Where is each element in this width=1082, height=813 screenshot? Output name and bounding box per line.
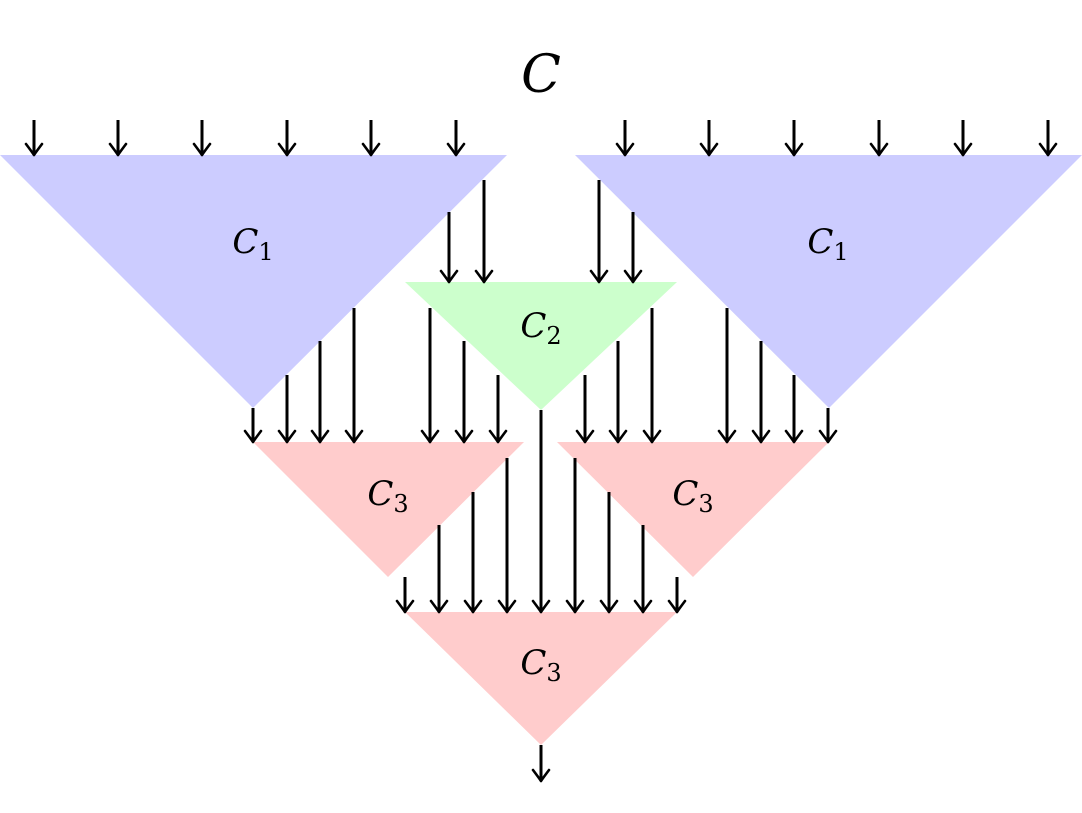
wire-arrow bbox=[784, 120, 804, 157]
wire-arrow bbox=[420, 308, 440, 444]
arrowhead-icon bbox=[488, 429, 508, 444]
arrowhead-icon bbox=[784, 429, 804, 444]
wire-arrow bbox=[463, 492, 483, 614]
block-c1-right-label: C1 bbox=[807, 222, 848, 266]
block-c1-left bbox=[0, 155, 507, 408]
block-c3-bottom-label: C3 bbox=[520, 643, 561, 687]
wire-arrow bbox=[717, 308, 737, 444]
arrowhead-icon bbox=[420, 429, 440, 444]
arrowhead-icon bbox=[310, 429, 330, 444]
block-c2 bbox=[405, 282, 677, 410]
wire-arrow bbox=[277, 375, 297, 444]
wire-arrow bbox=[565, 458, 585, 614]
arrowhead-icon bbox=[608, 429, 628, 444]
wire-arrow bbox=[497, 458, 517, 614]
wire-arrow bbox=[24, 120, 44, 157]
wire-arrow bbox=[953, 120, 973, 157]
arrowhead-icon bbox=[108, 142, 128, 157]
wire-arrow bbox=[575, 375, 595, 444]
arrowhead-icon bbox=[497, 599, 517, 614]
arrowhead-icon bbox=[953, 142, 973, 157]
arrowhead-icon bbox=[474, 269, 494, 284]
diagram-title: C bbox=[521, 45, 561, 105]
wire-arrow bbox=[751, 341, 771, 444]
wire-arrow bbox=[589, 180, 609, 284]
block-c3-right bbox=[557, 442, 829, 577]
wire-arrow bbox=[454, 341, 474, 444]
wire-arrow bbox=[784, 375, 804, 444]
arrowhead-icon bbox=[395, 599, 415, 614]
arrowhead-icon bbox=[446, 142, 466, 157]
arrowhead-icon bbox=[531, 599, 551, 614]
arrowhead-icon bbox=[192, 142, 212, 157]
arrowhead-icon bbox=[439, 269, 459, 284]
arrowhead-icon bbox=[642, 429, 662, 444]
arrowhead-icon bbox=[463, 599, 483, 614]
wire-arrow bbox=[474, 180, 494, 284]
arrowhead-icon bbox=[531, 768, 551, 783]
block-c3-left-label: C3 bbox=[367, 474, 408, 518]
wire-arrow bbox=[667, 577, 687, 614]
wire-arrow bbox=[531, 410, 551, 614]
arrowhead-icon bbox=[615, 142, 635, 157]
arrowhead-icon bbox=[344, 429, 364, 444]
wires bbox=[24, 120, 1058, 783]
wire-arrow bbox=[192, 120, 212, 157]
wire-arrow bbox=[1038, 120, 1058, 157]
arrowhead-icon bbox=[24, 142, 44, 157]
arrowhead-icon bbox=[717, 429, 737, 444]
wire-arrow bbox=[615, 120, 635, 157]
arrowhead-icon bbox=[1038, 142, 1058, 157]
wire-arrow bbox=[395, 577, 415, 614]
block-c2-label: C2 bbox=[520, 306, 561, 350]
wire-arrow bbox=[608, 341, 628, 444]
arrowhead-icon bbox=[869, 142, 889, 157]
wire-arrow bbox=[642, 308, 662, 444]
arrowhead-icon bbox=[784, 142, 804, 157]
arrowhead-icon bbox=[565, 599, 585, 614]
block-c3-left bbox=[253, 442, 524, 577]
wire-arrow bbox=[439, 212, 459, 284]
arrowhead-icon bbox=[623, 269, 643, 284]
arrowhead-icon bbox=[633, 599, 653, 614]
wire-arrow bbox=[310, 341, 330, 444]
wire-arrow bbox=[108, 120, 128, 157]
arrowhead-icon bbox=[429, 599, 449, 614]
wire-arrow bbox=[818, 408, 838, 444]
arrowhead-icon bbox=[818, 429, 838, 444]
arrowhead-icon bbox=[667, 599, 687, 614]
wire-arrow bbox=[599, 492, 619, 614]
wire-arrow bbox=[344, 308, 364, 444]
arrowhead-icon bbox=[751, 429, 771, 444]
wire-arrow bbox=[488, 375, 508, 444]
wire-arrow bbox=[361, 120, 381, 157]
block-c1-right bbox=[575, 155, 1082, 408]
wire-arrow bbox=[429, 525, 449, 614]
block-c3-right-label: C3 bbox=[672, 474, 713, 518]
arrowhead-icon bbox=[589, 269, 609, 284]
block-c1-left-label: C1 bbox=[232, 222, 273, 266]
arrowhead-icon bbox=[575, 429, 595, 444]
wire-arrow bbox=[699, 120, 719, 157]
arrowhead-icon bbox=[277, 429, 297, 444]
arrowhead-icon bbox=[699, 142, 719, 157]
wire-arrow bbox=[277, 120, 297, 157]
wire-arrow bbox=[243, 408, 263, 444]
arrowhead-icon bbox=[361, 142, 381, 157]
block-c3-bottom bbox=[405, 612, 677, 745]
arrowhead-icon bbox=[599, 599, 619, 614]
arrowhead-icon bbox=[243, 429, 263, 444]
wire-arrow bbox=[623, 212, 643, 284]
wire-arrow bbox=[633, 525, 653, 614]
arrowhead-icon bbox=[277, 142, 297, 157]
wire-arrow bbox=[531, 745, 551, 783]
arrowhead-icon bbox=[454, 429, 474, 444]
wire-arrow bbox=[869, 120, 889, 157]
wire-arrow bbox=[446, 120, 466, 157]
